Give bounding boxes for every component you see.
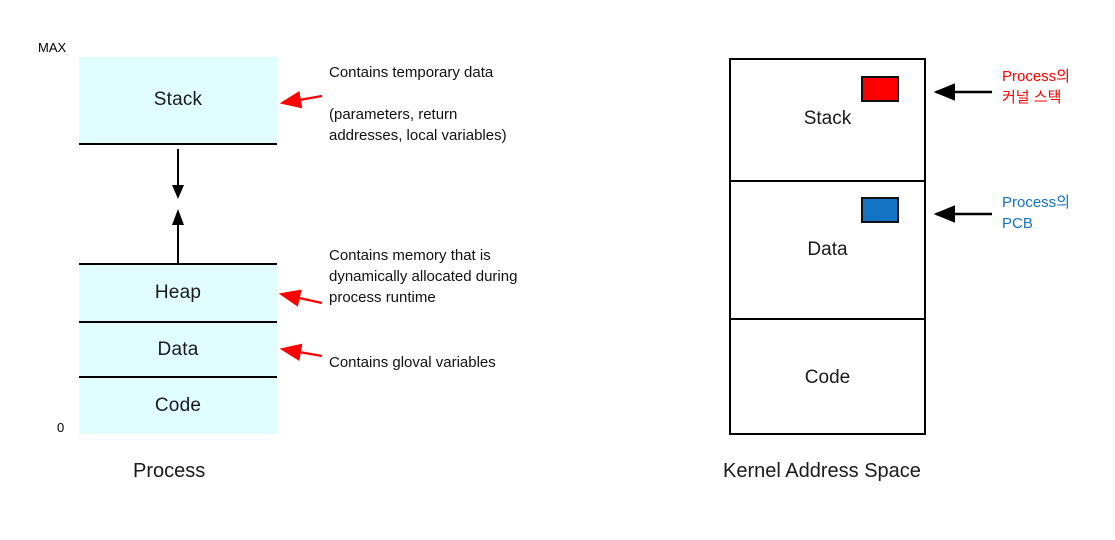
kernel-caption: Kernel Address Space <box>723 460 921 482</box>
kernel-stack-chip <box>861 76 899 102</box>
kernel-segment-stack-label: Stack <box>803 108 852 129</box>
process-max-label: MAX <box>38 40 67 55</box>
process-segment-stack: Stack <box>79 57 277 145</box>
kernel-stack-callout-text: Process의 커널 스택 <box>1002 68 1070 106</box>
kernel-segment-code: Code <box>729 320 926 435</box>
kernel-segment-data: Data <box>729 182 926 320</box>
kernel-address-space: Stack Data Code <box>729 58 926 435</box>
annotation-stack-text: Contains temporary data (parameters, ret… <box>329 64 507 144</box>
process-segment-heap: Heap <box>79 265 277 323</box>
pcb-callout-text: Process의 PCB <box>1002 194 1070 232</box>
kernel-segment-stack: Stack <box>729 58 926 182</box>
kernel-segment-code-label: Code <box>804 366 851 388</box>
heap-grows-up-icon <box>172 209 184 263</box>
kernel-pcb-chip <box>861 197 899 223</box>
annotation-data-text: Contains gloval variables <box>329 354 496 371</box>
process-segment-data: Data <box>79 323 277 378</box>
process-segment-data-label: Data <box>157 338 199 360</box>
process-segment-heap-label: Heap <box>154 282 202 303</box>
process-segment-stack-label: Stack <box>153 89 203 110</box>
annotation-stack-arrow <box>279 90 323 109</box>
kernel-outline <box>729 58 926 435</box>
stack-grows-down-icon <box>172 149 184 199</box>
process-address-space: Stack Heap Data Code <box>79 57 277 434</box>
process-segment-free <box>79 145 277 265</box>
annotation-heap-text: Contains memory that is dynamically allo… <box>329 247 518 306</box>
process-segment-code-label: Code <box>154 395 202 416</box>
process-zero-label: 0 <box>57 420 65 435</box>
annotation-data-arrow <box>279 343 323 362</box>
process-caption: Process <box>133 460 206 482</box>
process-segment-code: Code <box>79 378 277 434</box>
kernel-segment-data-label: Data <box>807 239 848 260</box>
annotation-heap-arrow <box>278 289 323 307</box>
